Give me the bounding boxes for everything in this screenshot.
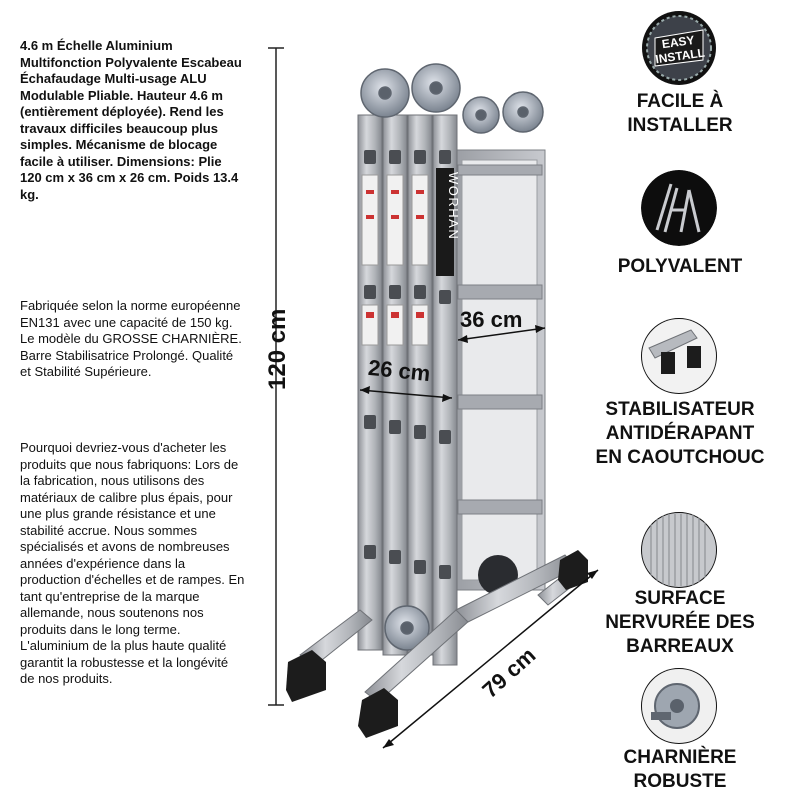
brand-label: WORHAN (446, 172, 461, 240)
rubber-foot-icon (641, 318, 717, 394)
hinge-icon (641, 668, 717, 744)
feature-label-ribbed-surface: SURFACE NERVURÉE DES BARREAUX (605, 588, 755, 657)
norm-text: Fabriquée selon la norme européenne EN13… (20, 298, 242, 379)
ladder-configurations-icon (641, 170, 717, 246)
depth-dimension-label: 36 cm (460, 307, 523, 332)
height-dimension-label: 120 cm (264, 308, 291, 390)
feature-label-rubber-stabiliser: STABILISATEUR ANTIDÉRAPANT EN CAOUTCHOUC (595, 399, 765, 468)
product-intro-text: 4.6 m Échelle Aluminium Multifonction Po… (20, 38, 242, 202)
easy-install-badge-icon: EASY INSTALL (641, 10, 717, 86)
height-dimension-line (268, 47, 284, 706)
ladder-back-section (452, 149, 546, 595)
ladder-front-rails (357, 114, 458, 666)
badge-text-line1: EASY (661, 33, 695, 51)
feature-label-easy-install: FACILE À INSTALLER (627, 91, 733, 136)
top-hinges (360, 63, 544, 134)
width-dimension-line (359, 386, 453, 402)
badge-text-line2: INSTALL (654, 46, 705, 67)
span-dimension-line (382, 569, 599, 749)
bottom-hinge (384, 605, 430, 651)
feature-label-versatile: POLYVALENT (617, 256, 743, 277)
feature-label-hinge: CHARNIÈRE ROBUSTE (623, 747, 737, 792)
why-buy-text: Pourquoi devriez-vous d'acheter les prod… (20, 440, 245, 686)
rubber-feet (286, 550, 588, 738)
depth-dimension-line (457, 325, 546, 343)
ribbed-surface-icon (641, 512, 717, 588)
